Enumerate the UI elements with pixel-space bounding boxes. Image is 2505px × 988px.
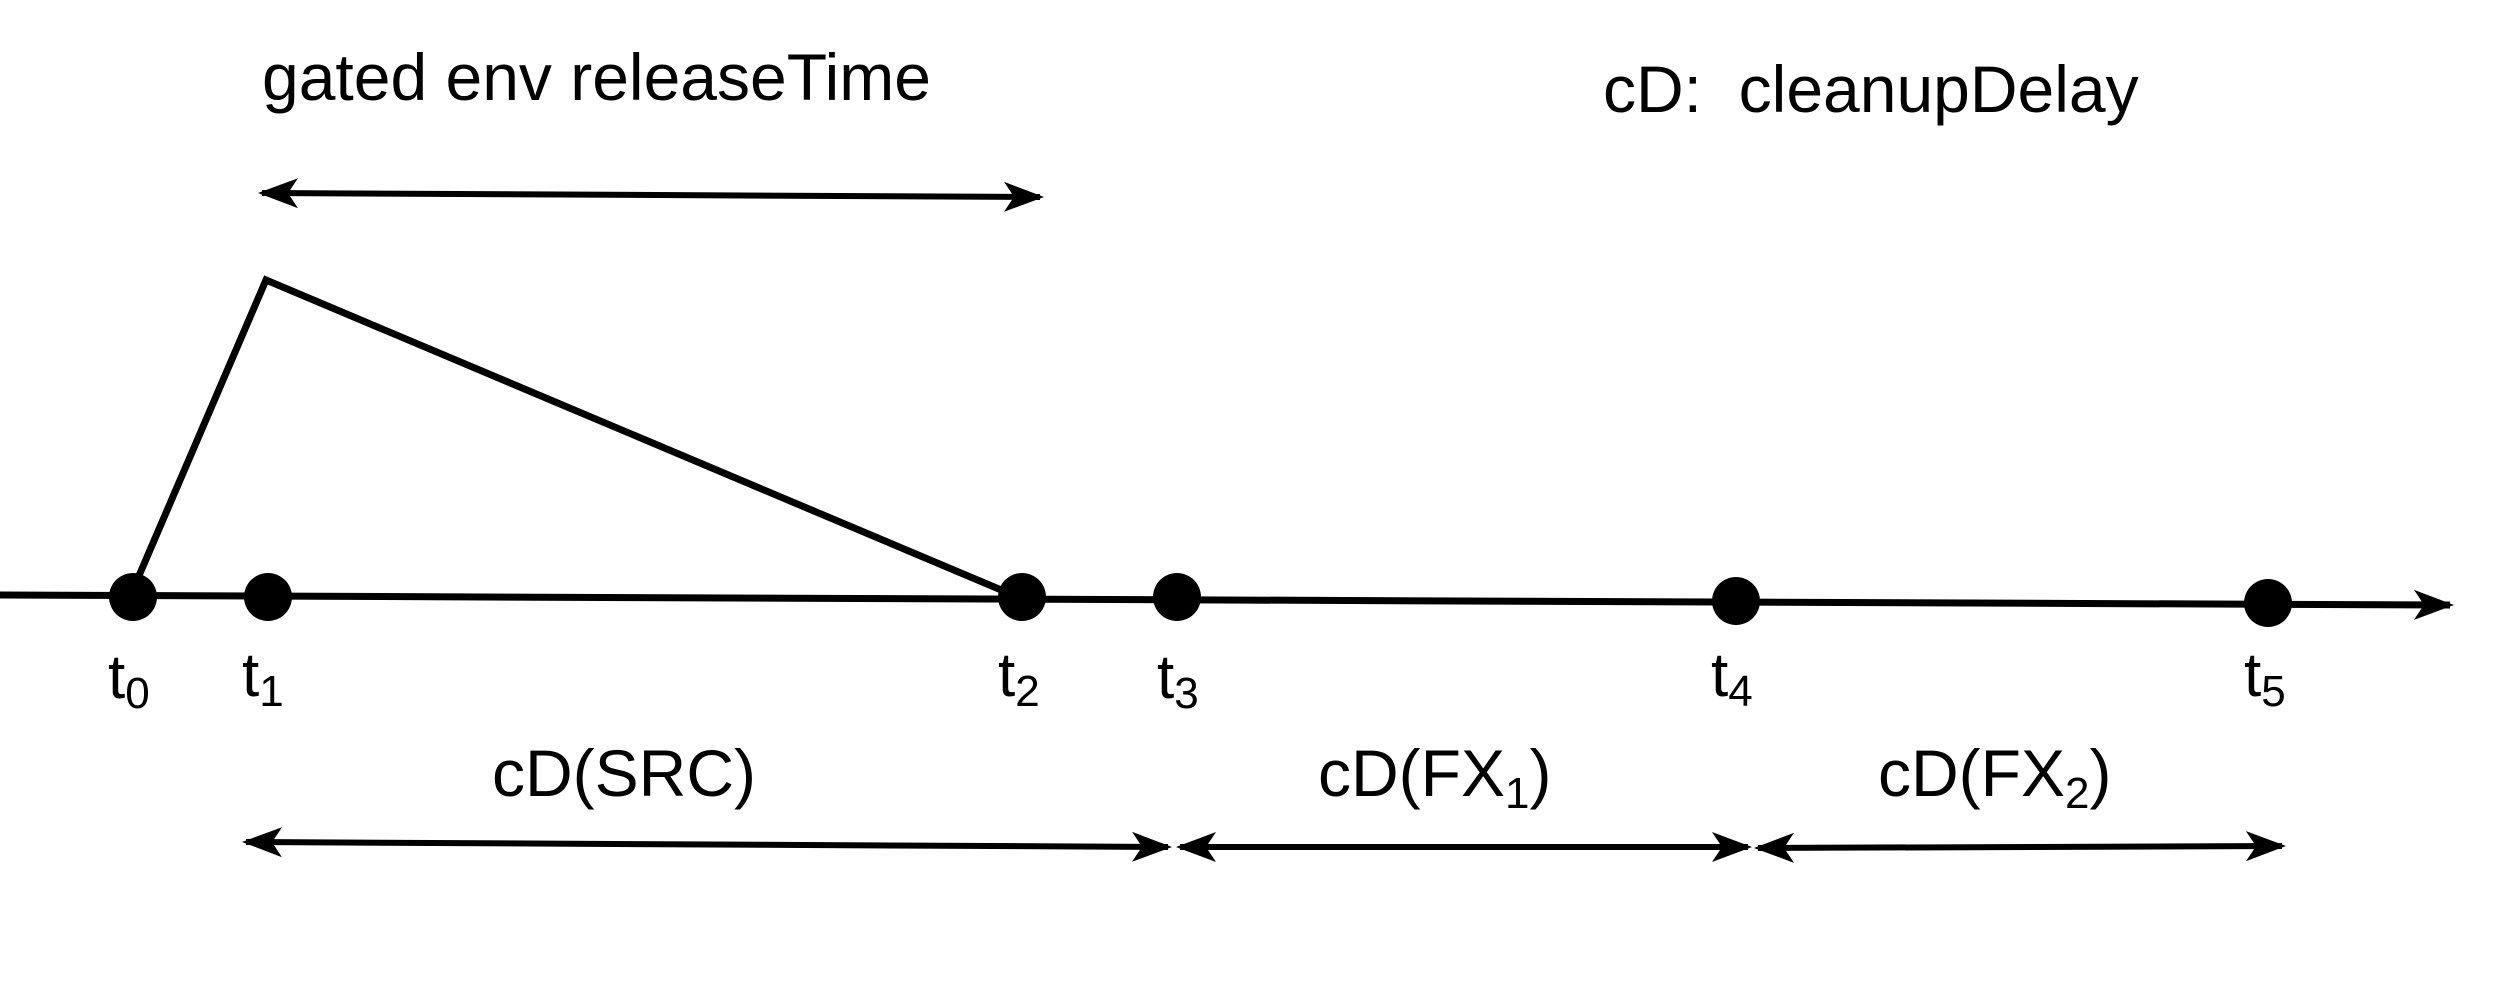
time-point-t4 (1712, 577, 1760, 625)
time-label-t4-sub: 4 (1728, 667, 1752, 716)
time-point-t1 (244, 573, 292, 621)
time-point-t5 (2244, 579, 2292, 627)
span-label-src-main: cD(SRC) (492, 736, 756, 810)
time-label-t5-base: t (2244, 641, 2261, 710)
span-label-fx1-sub: 1 (1505, 769, 1529, 818)
span-label-fx2: cD(FX2) (1878, 736, 2111, 818)
span-label-src: cD(SRC) (492, 736, 756, 810)
time-label-t3-sub: 3 (1174, 669, 1198, 718)
time-point-t3 (1153, 573, 1201, 621)
gated-envelope-curve (134, 275, 1008, 596)
time-label-t2-base: t (998, 641, 1015, 710)
time-axis (0, 589, 2454, 620)
time-label-t3-base: t (1157, 643, 1174, 712)
span-label-fx1-main: cD(FX (1318, 736, 1505, 810)
time-label-t1-sub: 1 (259, 667, 283, 716)
span-label-fx1: cD(FX1) (1318, 736, 1551, 818)
time-label-t0-sub: 0 (125, 669, 149, 718)
span-label-fx2-sub: 2 (2065, 769, 2089, 818)
time-label-t4-base: t (1711, 641, 1728, 710)
time-label-t4: t4 (1711, 641, 1753, 716)
time-label-t2: t2 (998, 641, 1040, 716)
span-arrow-fx2 (1754, 831, 2286, 863)
time-point-t2 (998, 573, 1046, 621)
time-label-t5-sub: 5 (2261, 667, 2285, 716)
cleanup-delay-legend: cD: cleanupDelay (1603, 52, 2139, 126)
release-time-label: gated env releaseTime (262, 40, 931, 114)
time-label-t1: t1 (242, 641, 284, 716)
time-label-t2-sub: 2 (1015, 667, 1039, 716)
time-label-t0-base: t (108, 643, 125, 712)
time-label-t3: t3 (1157, 643, 1199, 718)
span-label-fx2-tail: ) (2089, 736, 2111, 810)
span-label-fx1-tail: ) (1529, 736, 1551, 810)
time-point-t0 (109, 573, 157, 621)
time-label-t5: t5 (2244, 641, 2286, 716)
span-label-fx2-main: cD(FX (1878, 736, 2065, 810)
time-label-t1-base: t (242, 641, 259, 710)
time-label-t0: t0 (108, 643, 150, 718)
release-time-double-arrow (258, 178, 1044, 212)
span-arrow-src (242, 827, 1172, 862)
